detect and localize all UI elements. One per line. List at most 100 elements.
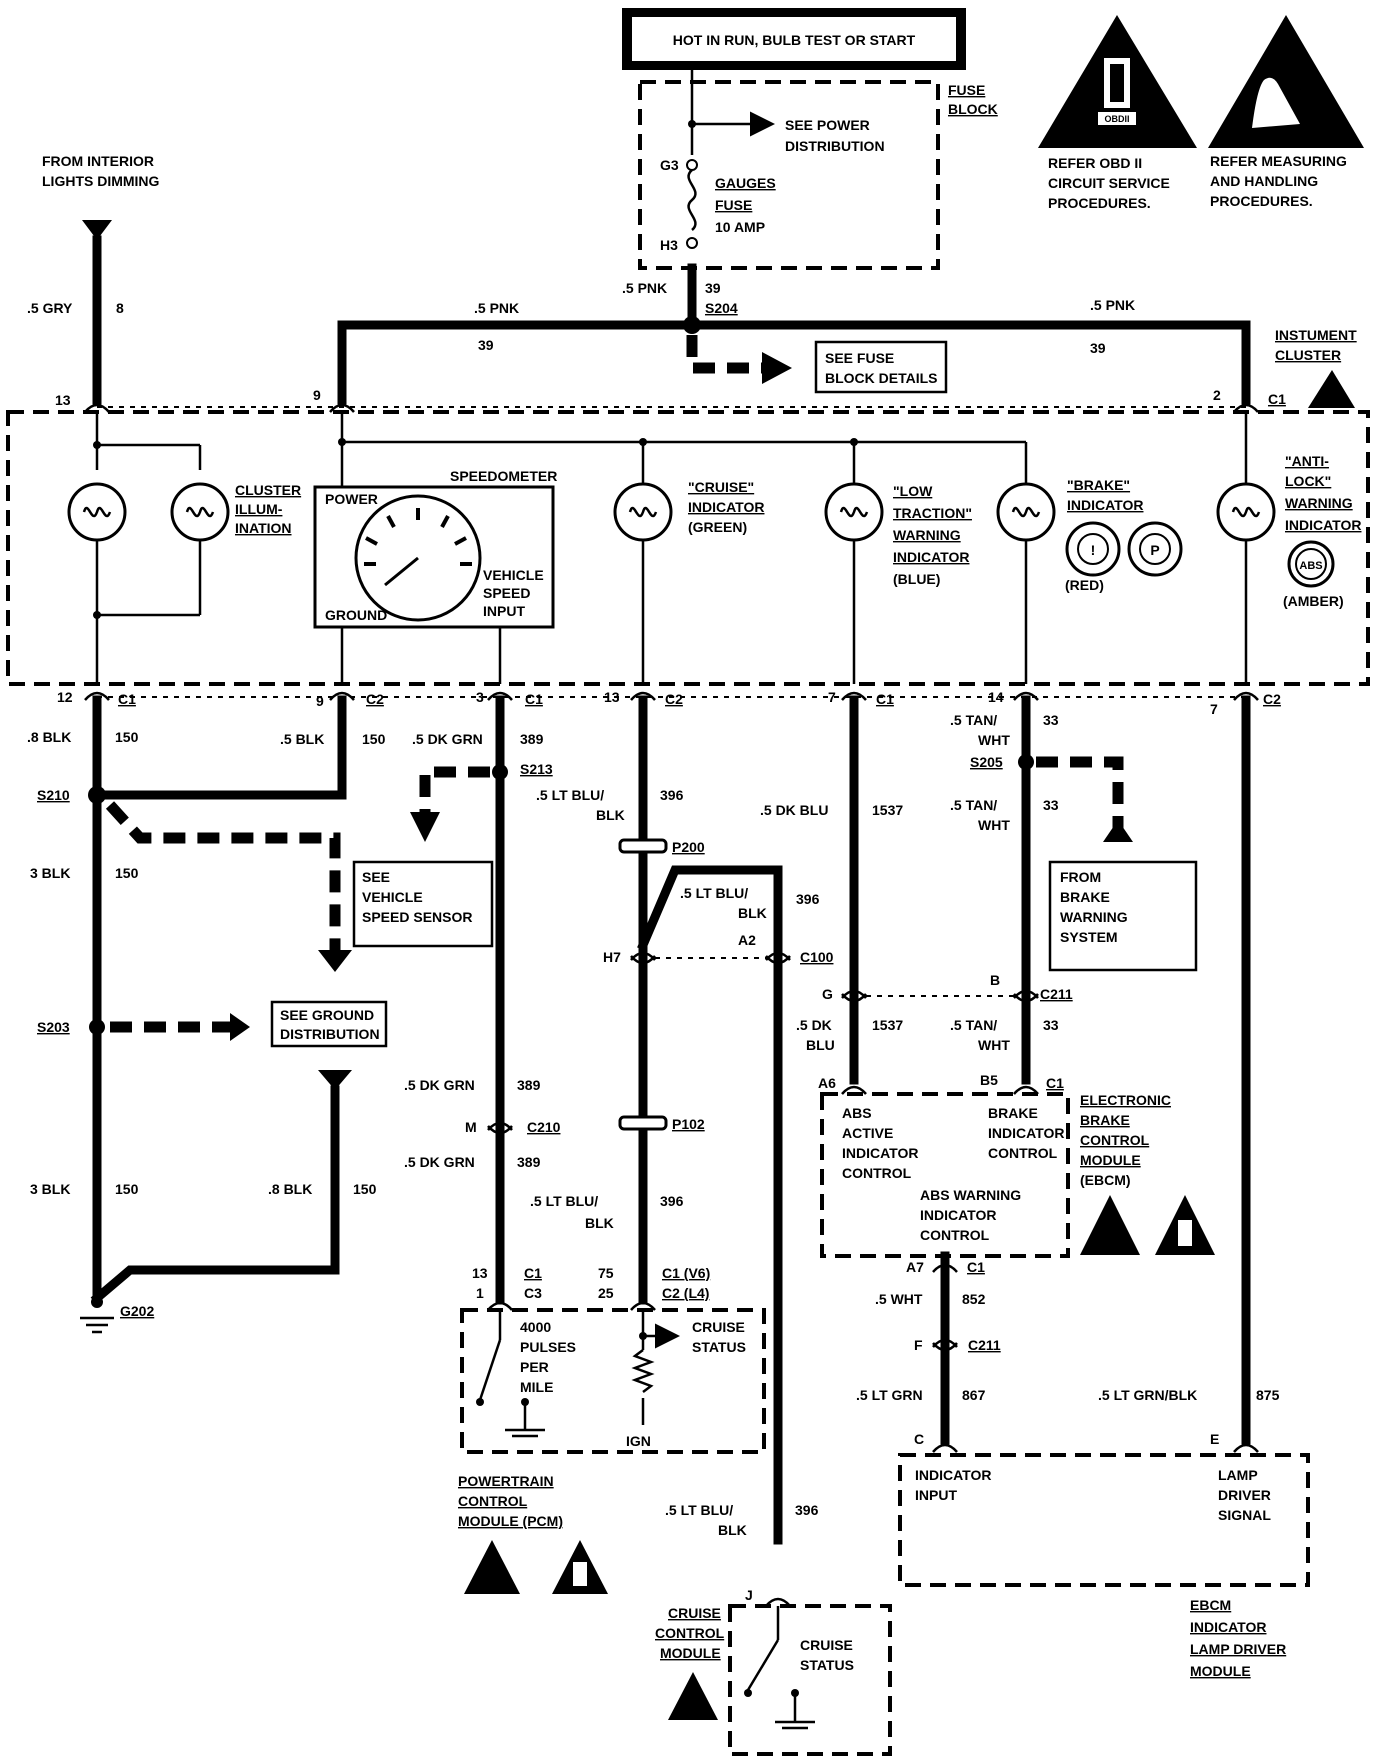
svg-text:LOCK": LOCK" [1285,473,1331,489]
svg-text:.8 BLK: .8 BLK [268,1181,312,1197]
svg-text:BLK: BLK [585,1215,614,1231]
svg-text:FROM INTERIOR: FROM INTERIOR [42,153,154,169]
svg-text:INSTUMENT: INSTUMENT [1275,327,1357,343]
svg-text:4000: 4000 [520,1319,551,1335]
svg-text:CONTROL: CONTROL [1080,1132,1150,1148]
svg-text:P200: P200 [672,839,705,855]
svg-text:396: 396 [796,891,820,907]
svg-text:E: E [1210,1431,1219,1447]
svg-text:3 BLK: 3 BLK [30,865,70,881]
obd-warning: OBDII REFER OBD II CIRCUIT SERVICE PROCE… [1038,15,1197,211]
svg-text:WHT: WHT [978,732,1010,748]
svg-text:.5 LT GRN/BLK: .5 LT GRN/BLK [1098,1387,1197,1403]
svg-text:CONTROL: CONTROL [458,1493,528,1509]
svg-text:.8 BLK: .8 BLK [27,729,71,745]
svg-text:INDICATOR: INDICATOR [1285,517,1361,533]
svg-text:LAMP DRIVER: LAMP DRIVER [1190,1641,1286,1657]
svg-text:33: 33 [1043,712,1059,728]
svg-text:PROCEDURES.: PROCEDURES. [1048,195,1151,211]
svg-text:.5 TAN/: .5 TAN/ [950,797,997,813]
svg-text:C1: C1 [524,1265,542,1281]
svg-text:MODULE: MODULE [660,1645,721,1661]
svg-text:INDICATOR: INDICATOR [915,1467,991,1483]
splice-s203 [89,1019,105,1035]
svg-text:875: 875 [1256,1387,1280,1403]
svg-text:GAUGES: GAUGES [715,175,776,191]
svg-text:SEE: SEE [362,869,390,885]
svg-text:REFER OBD II: REFER OBD II [1048,155,1142,171]
svg-text:SEE POWER: SEE POWER [785,117,870,133]
svg-text:BLOCK DETAILS: BLOCK DETAILS [825,370,938,386]
svg-text:867: 867 [962,1387,986,1403]
svg-text:CONTROL: CONTROL [988,1145,1058,1161]
svg-text:.5 LT BLU/: .5 LT BLU/ [530,1193,598,1209]
svg-text:C3: C3 [524,1285,542,1301]
svg-text:GROUND: GROUND [325,607,387,623]
svg-text:150: 150 [115,729,139,745]
svg-text:SPEED: SPEED [483,585,530,601]
svg-text:3: 3 [476,689,484,705]
svg-text:389: 389 [520,731,544,747]
svg-text:"BRAKE": "BRAKE" [1067,477,1130,493]
svg-text:WARNING: WARNING [893,527,961,543]
instrument-cluster: INSTUMENT CLUSTER 13 9 2 C1 CLUSTER ILLU… [6,327,1370,686]
pcm-switch-icon [478,1339,502,1401]
svg-text:.5 DK GRN: .5 DK GRN [404,1077,475,1093]
svg-text:C1: C1 [118,691,136,707]
svg-text:H7: H7 [603,949,621,965]
svg-text:39: 39 [1090,340,1106,356]
svg-text:(EBCM): (EBCM) [1080,1172,1131,1188]
svg-text:"LOW: "LOW [893,483,933,499]
svg-text:CLUSTER: CLUSTER [235,482,301,498]
svg-text:DISTRIBUTION: DISTRIBUTION [785,138,885,154]
svg-text:150: 150 [115,865,139,881]
svg-text:.5 PNK: .5 PNK [474,300,519,316]
svg-text:25: 25 [598,1285,614,1301]
svg-text:ACTIVE: ACTIVE [842,1125,893,1141]
svg-text:ELECTRONIC: ELECTRONIC [1080,1092,1171,1108]
brake-warning-arrow-icon [1103,820,1133,842]
svg-text:MODULE: MODULE [1080,1152,1141,1168]
cruise-switch-icon [746,1639,780,1691]
cluster-bottom-pins: 12 C1 9 C2 3 C1 13 C2 7 C1 14 7 C2 [57,689,1281,717]
svg-text:SPEED SENSOR: SPEED SENSOR [362,909,472,925]
splice-pack-p102 [618,1115,668,1131]
svg-text:BLU: BLU [806,1037,835,1053]
svg-text:(GREEN): (GREEN) [688,519,747,535]
svg-text:FUSE: FUSE [715,197,752,213]
svg-text:POWER: POWER [325,491,378,507]
svg-text:CLUSTER: CLUSTER [1275,347,1341,363]
svg-text:PROCEDURES.: PROCEDURES. [1210,193,1313,209]
svg-text:VEHICLE: VEHICLE [362,889,423,905]
svg-text:.5 TAN/: .5 TAN/ [950,712,997,728]
svg-text:POWERTRAIN: POWERTRAIN [458,1473,554,1489]
svg-text:VEHICLE: VEHICLE [483,567,544,583]
svg-text:.5 LT BLU/: .5 LT BLU/ [665,1502,733,1518]
svg-text:1: 1 [476,1285,484,1301]
svg-text:INDICATOR: INDICATOR [893,549,969,565]
svg-text:REFER MEASURING: REFER MEASURING [1210,153,1347,169]
svg-text:2: 2 [1213,387,1221,403]
svg-text:BLK: BLK [718,1522,747,1538]
svg-text:C2: C2 [366,691,384,707]
svg-text:C100: C100 [800,949,834,965]
svg-text:(RED): (RED) [1065,577,1104,593]
svg-text:BLOCK: BLOCK [948,101,998,117]
svg-text:150: 150 [115,1181,139,1197]
svg-text:.5 GRY: .5 GRY [27,300,73,316]
svg-text:WHT: WHT [978,817,1010,833]
svg-text:7: 7 [1210,701,1218,717]
svg-text:C2 (L4): C2 (L4) [662,1285,709,1301]
svg-text:.5 LT GRN: .5 LT GRN [856,1387,923,1403]
svg-text:CONTROL: CONTROL [842,1165,912,1181]
cruise-control-module: J CRUISE STATUS CRUISE CONTROL MODULE [655,1587,892,1756]
svg-text:396: 396 [795,1502,819,1518]
svg-text:INDICATOR: INDICATOR [920,1207,996,1223]
svg-text:A6: A6 [818,1075,836,1091]
svg-text:SEE FUSE: SEE FUSE [825,350,894,366]
svg-text:ABS: ABS [1299,560,1322,572]
svg-text:INDICATOR: INDICATOR [842,1145,918,1161]
see-ground-arrow-icon [230,1013,250,1041]
svg-text:9: 9 [313,387,321,403]
